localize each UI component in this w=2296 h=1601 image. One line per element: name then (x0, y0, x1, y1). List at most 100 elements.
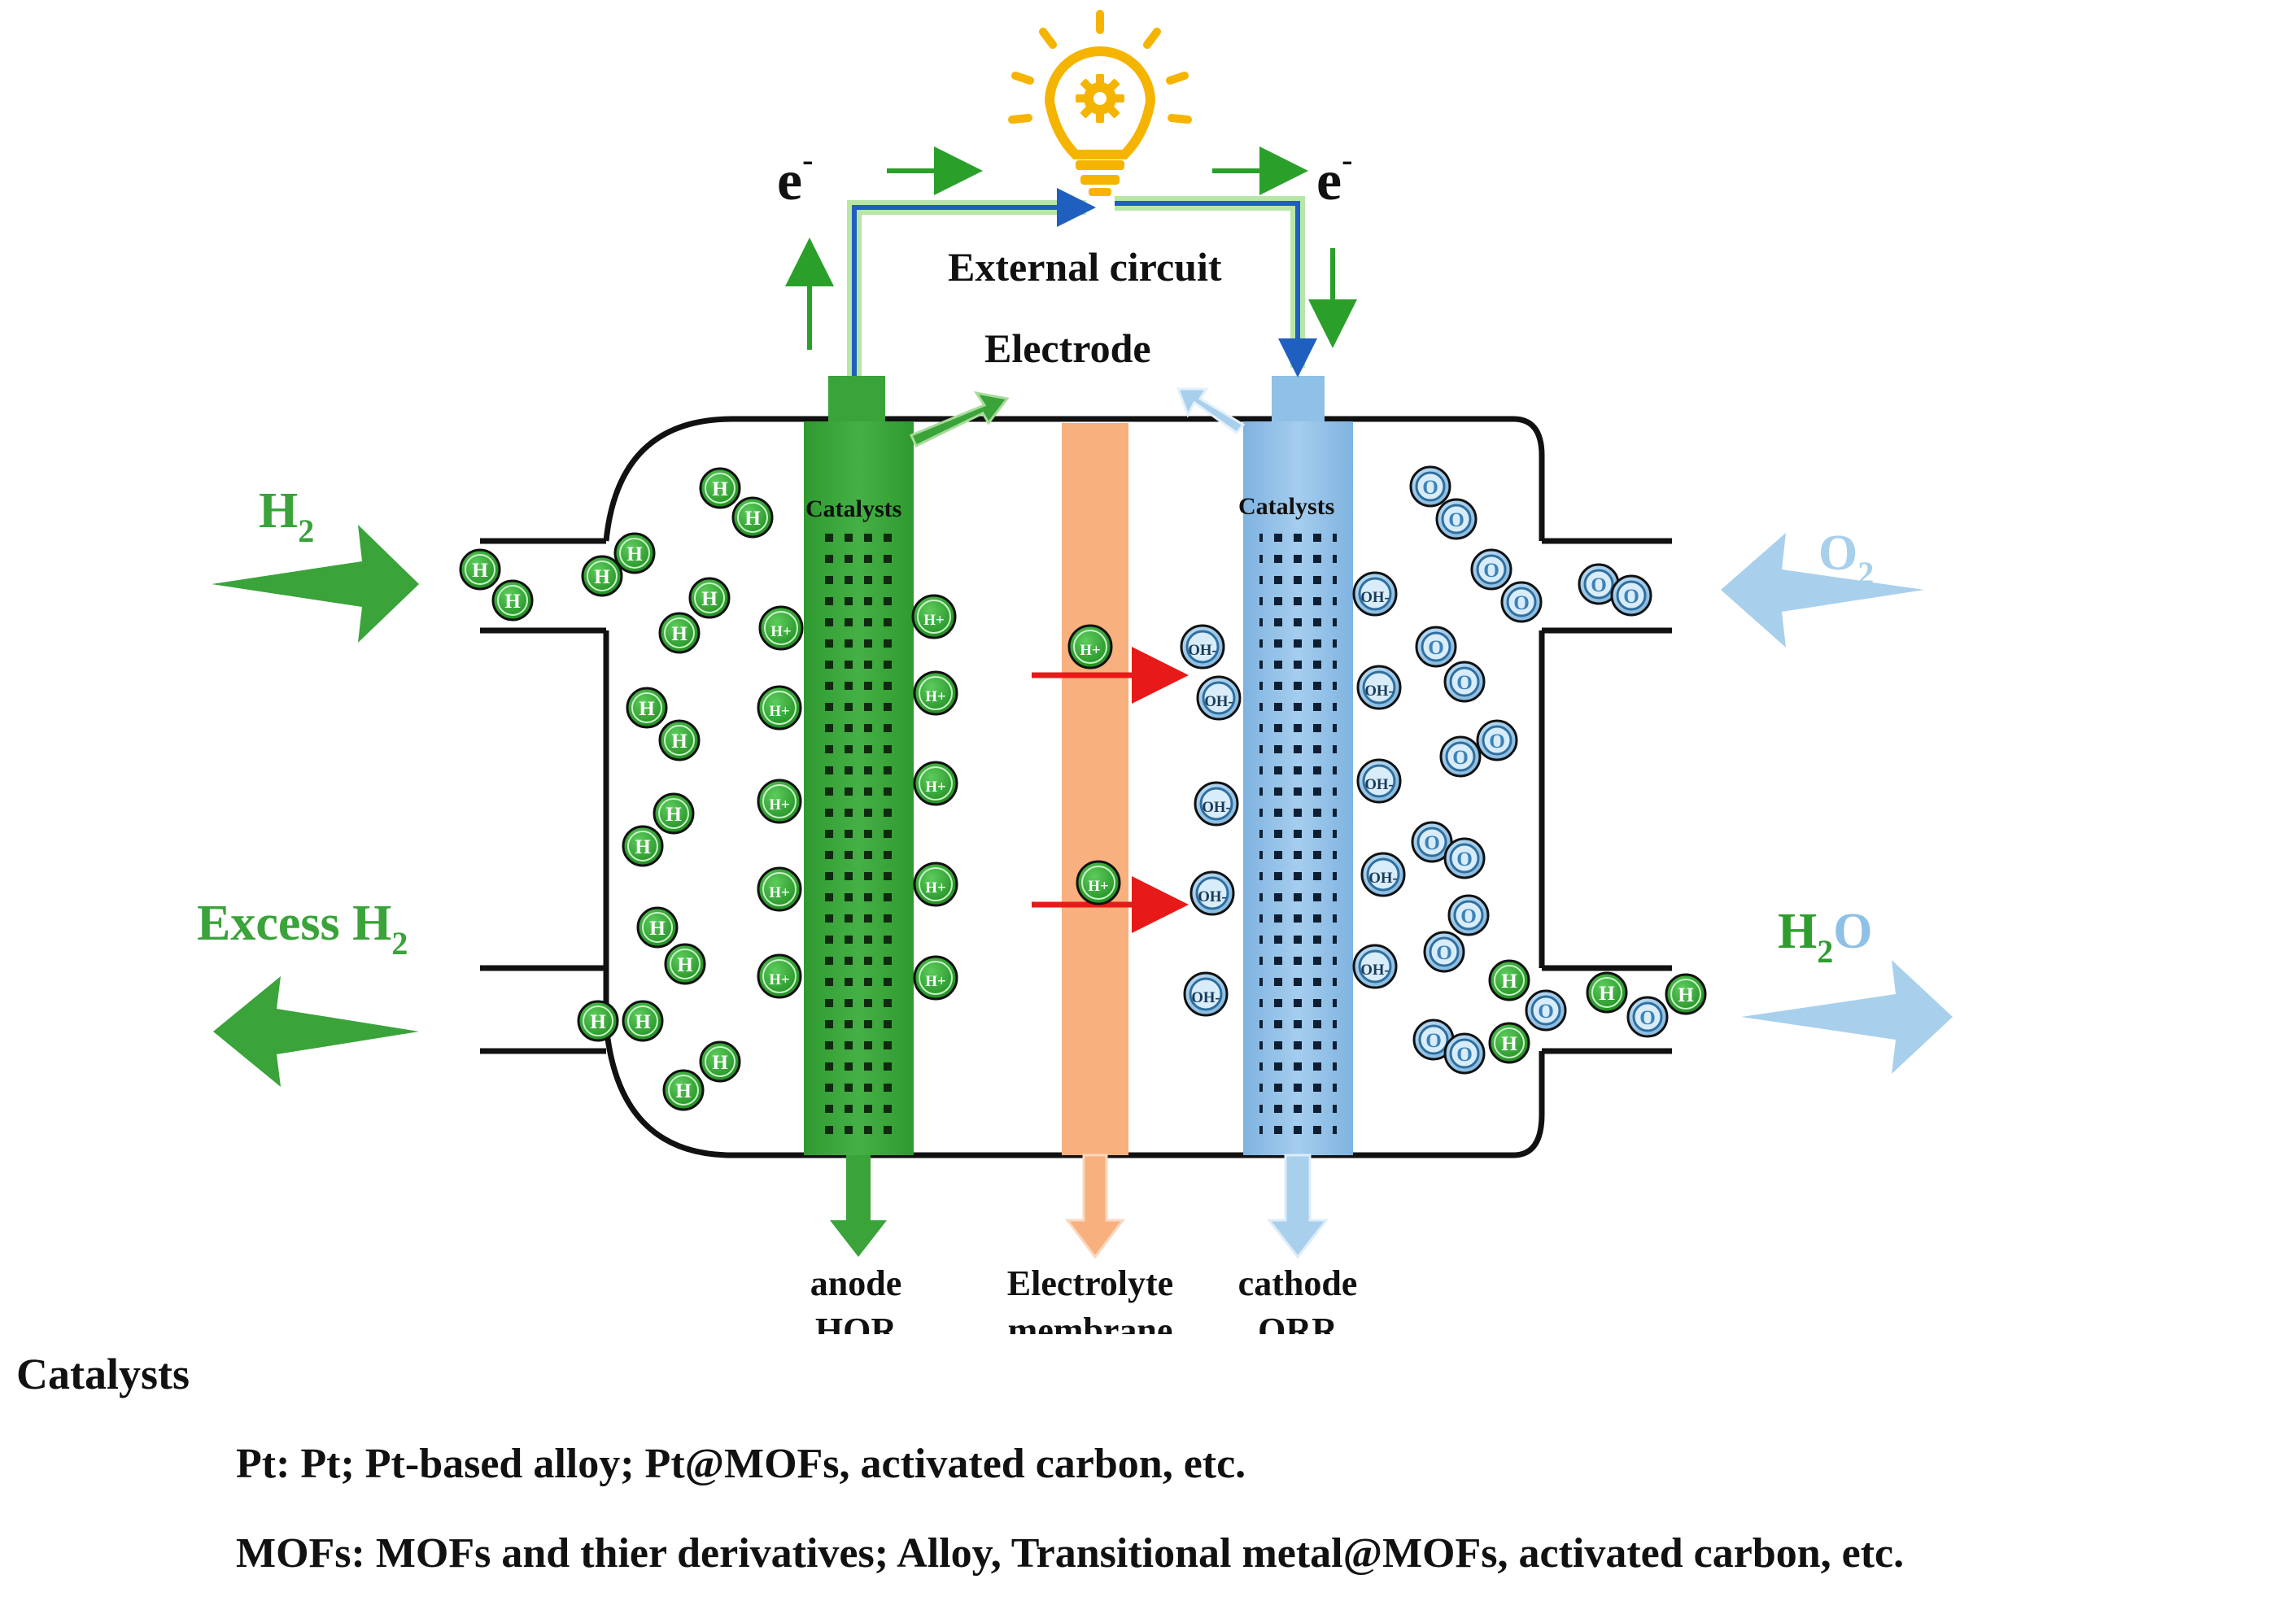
electrolyte-membrane (1062, 423, 1128, 1155)
svg-text:O: O (1538, 1001, 1554, 1023)
hydrogen-molecule: H (636, 906, 679, 949)
hydroxide-ion: OH- (1360, 852, 1406, 897)
proton-ion: H+ (911, 594, 957, 639)
legend-title: Catalysts (16, 1350, 190, 1398)
svg-text:O: O (1456, 672, 1473, 694)
electrode-label: Electrode (984, 325, 1151, 371)
svg-text:H: H (1599, 983, 1615, 1005)
svg-text:OH-: OH- (1360, 962, 1389, 979)
svg-text:H+: H+ (769, 796, 789, 814)
hydrogen-molecule: H (622, 1000, 664, 1042)
svg-text:H+: H+ (1088, 878, 1108, 895)
svg-text:H+: H+ (925, 779, 945, 796)
hydrogen-molecule: H (658, 719, 701, 761)
hydrogen-molecule: H (731, 496, 774, 539)
light-bulb-icon (1008, 10, 1192, 196)
svg-text:O: O (1460, 905, 1477, 927)
svg-text:H+: H+ (770, 623, 791, 640)
svg-text:O: O (1452, 747, 1469, 769)
proton-ion: H+ (1067, 624, 1113, 670)
svg-text:OH-: OH- (1202, 799, 1230, 816)
svg-text:H: H (671, 623, 687, 645)
svg-text:H: H (712, 1052, 728, 1074)
catalysts-legend: Catalysts Pt: Pt; Pt-based alloy; Pt@MOF… (0, 1334, 2296, 1594)
external-circuit-wire (847, 188, 1317, 377)
svg-text:H: H (626, 543, 643, 565)
svg-text:H: H (594, 566, 610, 588)
svg-text:H+: H+ (923, 612, 944, 629)
hydroxide-ion: OH- (1352, 944, 1398, 989)
excess-h2-outlet-arrow (213, 976, 419, 1087)
h2-inlet-arrow (212, 525, 419, 643)
legend-line-mofs: MOFs: MOFs and thier derivatives; Alloy,… (236, 1530, 1905, 1577)
svg-text:H: H (639, 698, 655, 720)
svg-text:H+: H+ (925, 879, 945, 896)
hydrogen-molecule: H (459, 548, 501, 591)
svg-text:H: H (590, 1011, 606, 1033)
h2o-outlet-label: H2O (1778, 904, 1872, 970)
oxygen-molecule: O (1525, 989, 1567, 1032)
svg-text:H+: H+ (925, 973, 945, 990)
h2-inlet-label: H2 (259, 483, 314, 549)
svg-text:OH-: OH- (1364, 683, 1393, 700)
hydrogen-molecule: H (699, 1040, 741, 1083)
svg-text:H+: H+ (769, 971, 789, 988)
external-circuit-label: External circuit (948, 244, 1222, 290)
proton-ion: H+ (757, 953, 802, 999)
svg-text:O: O (1489, 731, 1505, 753)
oxygen-molecule: O (1476, 719, 1518, 761)
proton-ion: H+ (758, 605, 804, 651)
svg-text:H: H (677, 954, 693, 976)
svg-text:H+: H+ (769, 884, 789, 901)
svg-text:OH-: OH- (1364, 776, 1393, 793)
svg-text:O: O (1436, 942, 1452, 964)
proton-ion: H+ (757, 779, 802, 824)
svg-text:H+: H+ (1080, 642, 1100, 659)
svg-text:H: H (701, 588, 718, 610)
svg-text:H: H (635, 836, 651, 858)
svg-text:H: H (1678, 984, 1694, 1006)
oxygen-molecule: O (1447, 894, 1490, 936)
hydrogen-molecule: H (658, 612, 701, 654)
oxygen-molecule: O (1443, 661, 1486, 703)
hydroxide-ion: OH- (1356, 665, 1402, 710)
hydrogen-molecule: H (1488, 959, 1530, 1001)
proton-ion: H+ (913, 955, 958, 1001)
svg-text:OH-: OH- (1188, 642, 1216, 659)
hydrogen-molecule: H (688, 577, 731, 619)
svg-text:H: H (675, 1080, 692, 1102)
proton-ion: H+ (913, 761, 958, 806)
oxygen-molecule: O (1578, 563, 1620, 605)
hydroxide-ion: OH- (1194, 781, 1239, 827)
orr-label: ORR (1258, 1311, 1338, 1334)
hydrogen-molecule: H (626, 687, 668, 729)
oxygen-molecule: O (1423, 931, 1465, 973)
oxygen-molecule: O (1409, 465, 1451, 508)
oxygen-molecule: O (1443, 1032, 1486, 1075)
o2-inlet-label: O2 (1818, 526, 1874, 591)
bottom-arrows (830, 1154, 1329, 1259)
cathode-electrode (1243, 376, 1353, 1155)
proton-ion: H+ (913, 862, 958, 907)
hydrogen-molecule: H (577, 1000, 619, 1042)
anode-electrode (804, 376, 914, 1155)
svg-text:O: O (1639, 1007, 1656, 1029)
svg-text:H: H (649, 918, 666, 940)
hydrogen-molecule: H (699, 467, 741, 509)
svg-text:H: H (671, 731, 687, 753)
diagram-labels: e- e- External circuit Electrode Catalys… (197, 142, 1874, 970)
svg-text:OH-: OH- (1204, 693, 1233, 710)
oxygen-molecule: O (1610, 574, 1652, 617)
cathode-label: cathode (1238, 1263, 1358, 1303)
excess-h2-label: Excess H2 (197, 896, 408, 962)
proton-ion: H+ (913, 670, 958, 716)
electrolyte-label: Electrolyte (1007, 1263, 1173, 1303)
h2o-outlet-arrow (1741, 960, 1953, 1074)
legend-line-pt: Pt: Pt; Pt-based alloy; Pt@MOFs, activat… (236, 1441, 1246, 1487)
svg-text:H: H (744, 508, 761, 530)
svg-text:O: O (1483, 560, 1499, 582)
hydroxide-ion: OH- (1180, 624, 1225, 670)
svg-text:O: O (1456, 848, 1473, 870)
electrode-pointer-arrows (909, 387, 1246, 448)
